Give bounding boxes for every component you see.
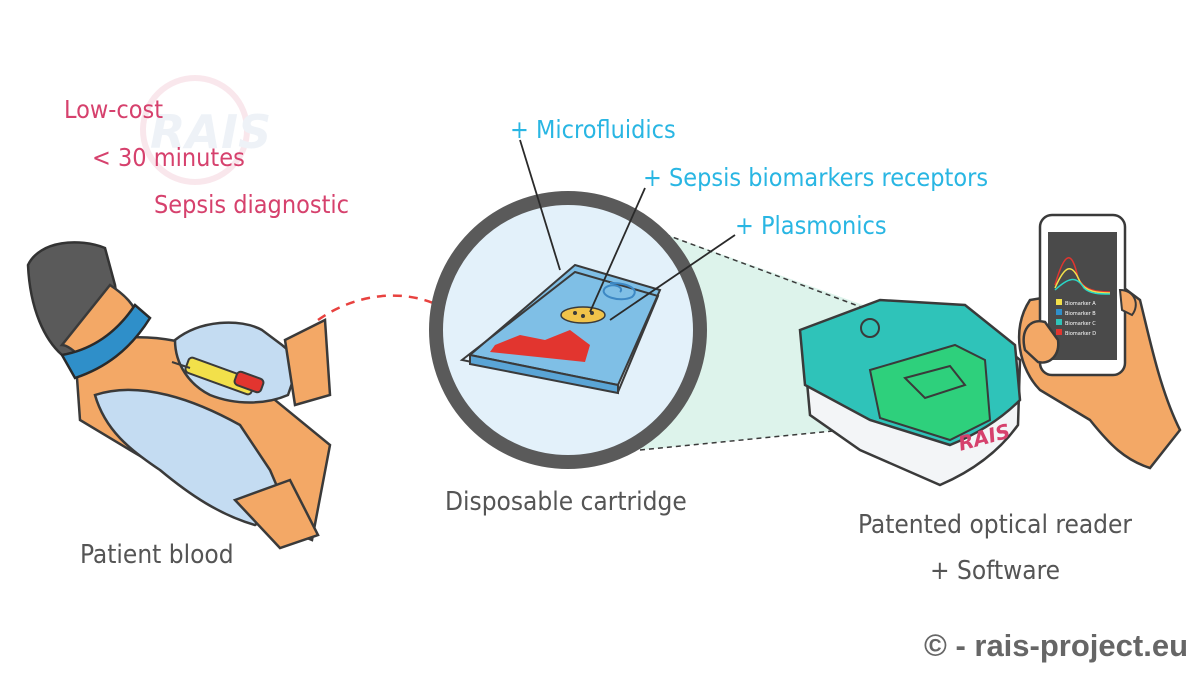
phone-legend-c: Biomarker C	[1065, 321, 1096, 327]
label-patient-blood: Patient blood	[80, 540, 234, 570]
patient-arm-illustration	[26, 241, 332, 550]
label-disposable-cartridge: Disposable cartridge	[445, 487, 687, 517]
blood-syringe	[171, 356, 265, 396]
label-software: + Software	[929, 556, 1061, 586]
feature-low-cost: Low-cost	[64, 95, 164, 124]
feature-diagnostic: Sepsis diagnostic	[154, 190, 349, 219]
optical-reader-device: RAIS	[798, 298, 1022, 487]
phone-legend-a: Biomarker A	[1065, 301, 1096, 307]
cartridge-chip	[459, 263, 662, 395]
label-optical-reader: Patented optical reader	[857, 510, 1133, 540]
hand-with-smartphone: Biomarker A Biomarker B Biomarker C Biom…	[1017, 213, 1182, 470]
component-microfluidics: + Microfluidics	[510, 115, 676, 144]
rais-watermark: RAIS	[140, 75, 271, 185]
component-receptors: + Sepsis biomarkers receptors	[643, 163, 989, 192]
copyright-notice: © - rais-project.eu	[923, 628, 1188, 663]
phone-legend-d: Biomarker D	[1065, 331, 1096, 337]
phone-legend-b: Biomarker B	[1065, 311, 1096, 317]
feature-time: < 30 minutes	[92, 143, 245, 172]
component-plasmonics: + Plasmonics	[735, 211, 887, 240]
svg-text:RAIS: RAIS	[150, 105, 271, 159]
